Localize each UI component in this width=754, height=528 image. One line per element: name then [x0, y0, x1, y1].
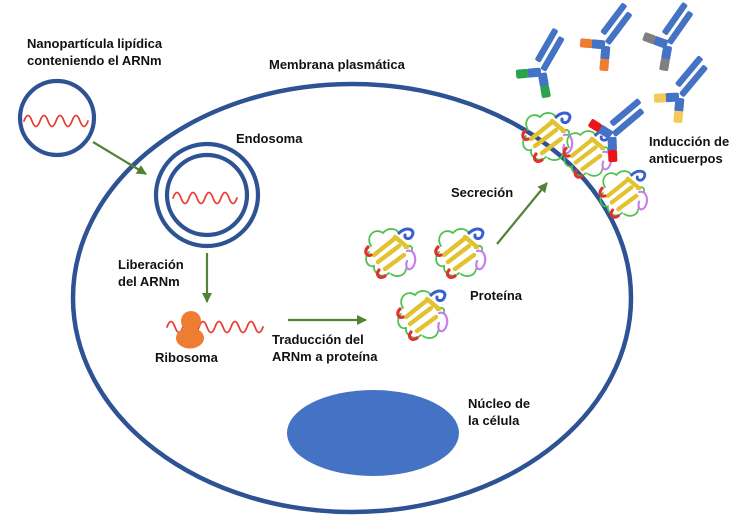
arrow-secretion — [496, 182, 548, 245]
antibody-orange-icon — [579, 3, 632, 72]
induction-label: Inducción de anticuerpos — [649, 134, 730, 166]
arrow-uptake — [92, 141, 147, 175]
protein-ribbon-icon — [366, 229, 415, 277]
endosome-label: Endosoma — [236, 131, 303, 146]
protein-label: Proteína — [470, 288, 523, 303]
ribosome-large-subunit-icon — [176, 327, 204, 349]
release-label: Liberación del ARNm — [118, 257, 184, 289]
nucleus-label: Núcleo de la célula — [468, 396, 531, 428]
protein-layer — [366, 113, 647, 339]
translation-label: Traducción del ARNm a proteína — [272, 332, 378, 364]
antibody-layer — [515, 2, 708, 163]
cell-membrane — [70, 81, 634, 515]
antibody-green-icon — [515, 28, 565, 99]
lipid-nanoparticle — [17, 78, 97, 158]
nanoparticle-label: Nanopartícula lipídica conteniendo el AR… — [27, 36, 163, 68]
antibody-red-icon — [588, 98, 644, 163]
mrna-strand-nanoparticle — [23, 114, 89, 128]
secretion-label: Secreción — [451, 185, 514, 200]
membrane-label: Membrana plasmática — [269, 57, 405, 72]
protein-ribbon-icon — [398, 291, 447, 339]
endosome-inner — [164, 152, 250, 238]
protein-ribbon-icon — [436, 229, 485, 277]
ribosome-label: Ribosoma — [155, 350, 218, 365]
mrna-strand-endosome — [172, 191, 238, 205]
endosome-outer — [153, 141, 261, 249]
antibody-gray-icon — [642, 2, 693, 72]
cell-nucleus — [287, 390, 459, 476]
ribosome-small-subunit-icon — [181, 311, 201, 331]
antibody-yellow-icon — [653, 55, 708, 124]
